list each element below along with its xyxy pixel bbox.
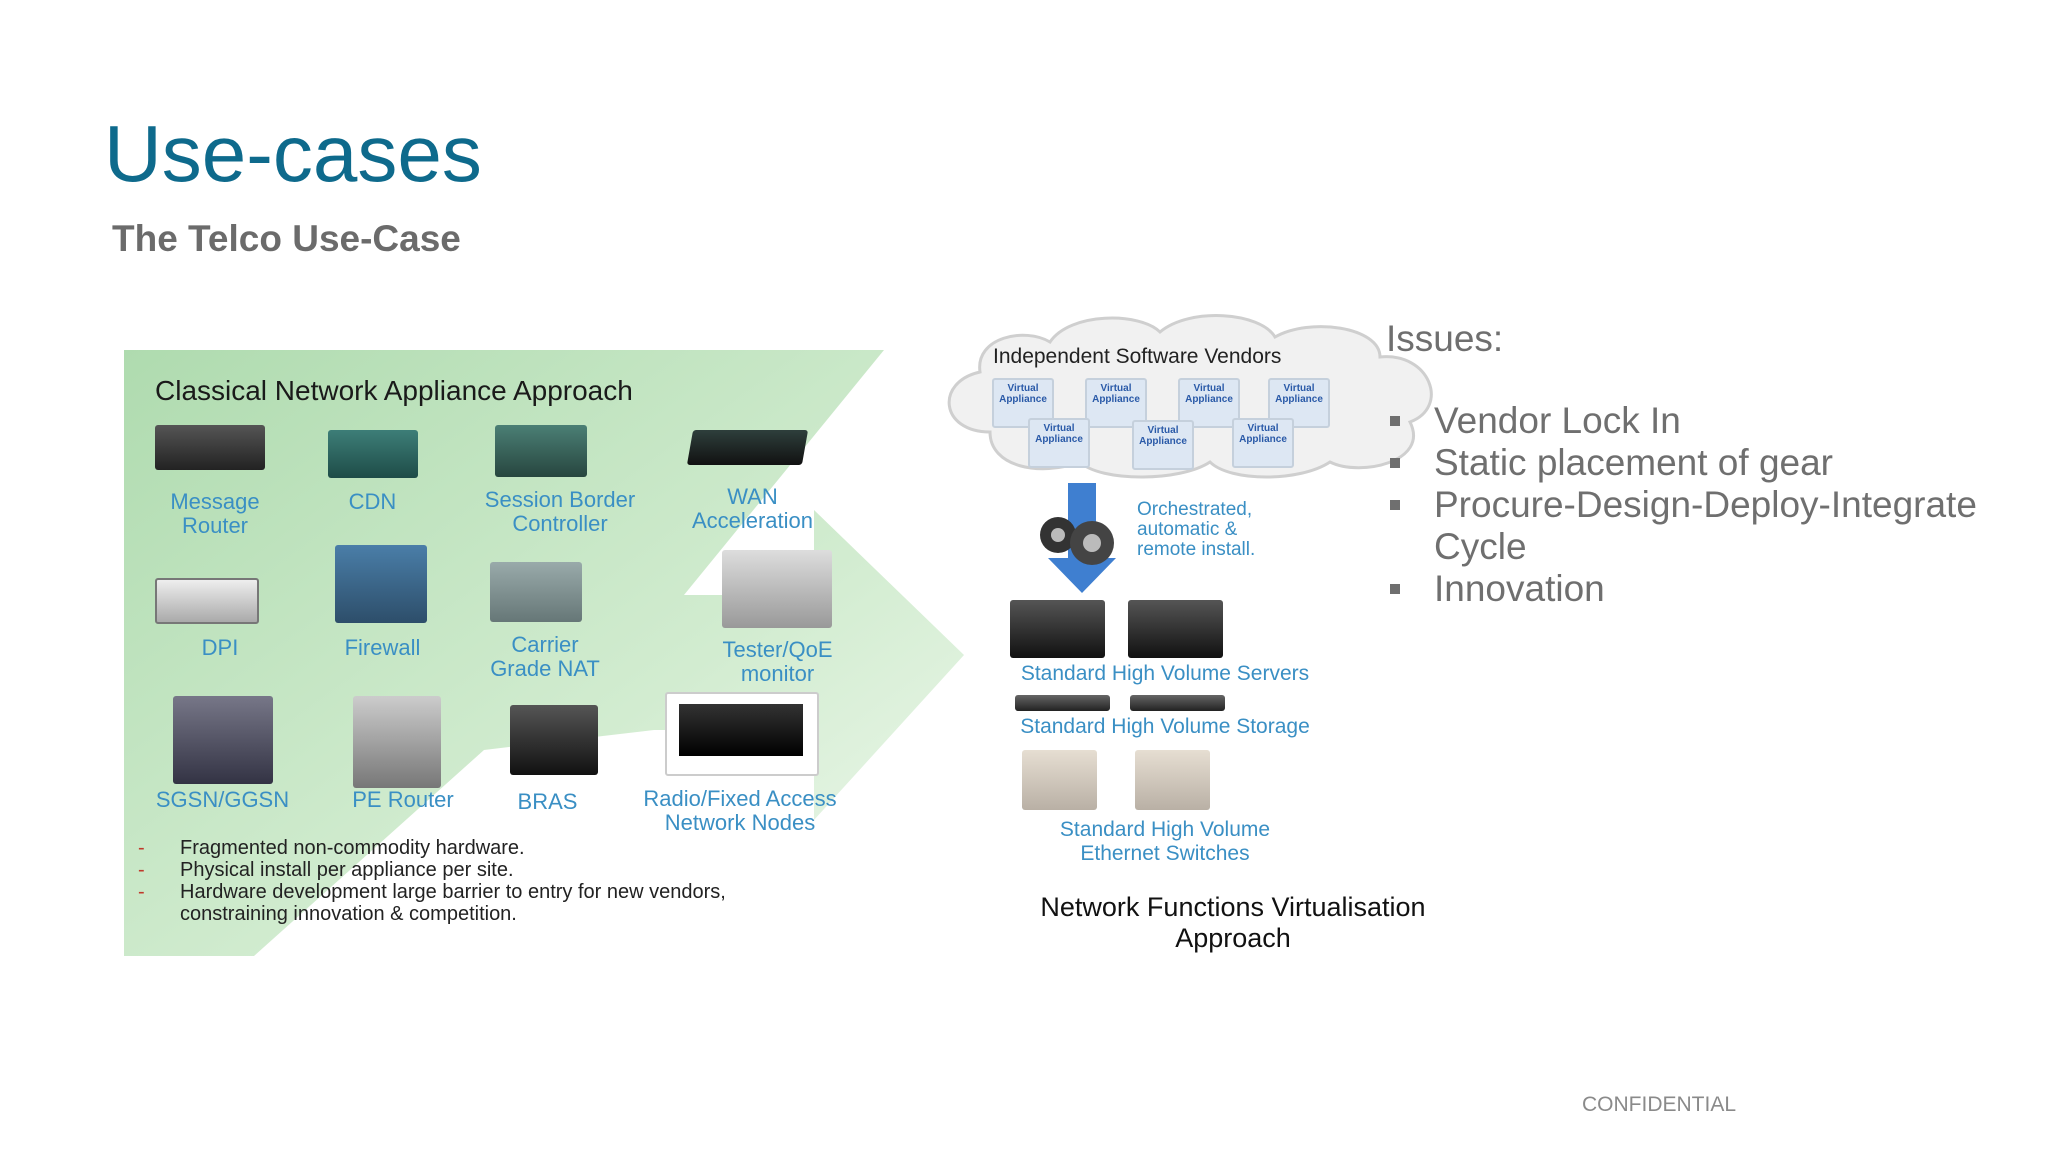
slide-title: Use-cases (104, 109, 482, 198)
dpi-image (155, 578, 259, 624)
sbc-image (495, 425, 587, 477)
issues-title: Issues: (1386, 318, 1504, 359)
issue-item: Vendor Lock In (1386, 400, 2006, 442)
bullet-icon (1390, 584, 1400, 594)
device-label: DPI (201, 635, 239, 660)
green-arrow-shape (124, 350, 964, 956)
virtual-appliance: Virtual Appliance (1132, 420, 1194, 470)
device-label: Radio/Fixed Access Network Nodes (643, 786, 837, 835)
nfv-diagram: Classical Network Appliance Approach Mes… (110, 300, 1433, 970)
device-label: Message Router (170, 489, 260, 538)
device-label: Session Border Controller (484, 487, 636, 536)
slide-subtitle: The Telco Use-Case (112, 218, 461, 259)
virtual-appliance: Virtual Appliance (1232, 418, 1294, 468)
device-label: SGSN/GGSN (155, 787, 290, 812)
tester-image (722, 550, 832, 628)
virtual-appliance: Virtual Appliance (1178, 378, 1240, 428)
cloud-title: Independent Software Vendors (993, 345, 1282, 368)
device-label: PE Router (352, 787, 454, 812)
virtual-appliance: Virtual Appliance (1085, 378, 1147, 428)
bras-image (510, 705, 598, 775)
storage-image (1130, 695, 1225, 711)
classical-background-shape (124, 350, 964, 956)
virtual-appliance: Virtual Appliance (1028, 418, 1090, 468)
bullet-icon (1390, 458, 1400, 468)
device-label: CDN (348, 489, 397, 514)
nfv-approach-title: Network Functions Virtualisation Approac… (1040, 892, 1426, 953)
sgsn-image (173, 696, 273, 784)
note-item: -Physical install per appliance per site… (138, 859, 514, 881)
virtual-appliance: Virtual Appliance (992, 378, 1054, 428)
issue-item: Innovation (1386, 568, 2006, 610)
cdn-image (328, 430, 418, 478)
issues-list: Vendor Lock In Static placement of gear … (1386, 400, 2006, 610)
wan-image (686, 430, 809, 465)
device-label: WAN Acceleration (691, 484, 814, 533)
servers-label: Standard High Volume Servers (1020, 662, 1310, 685)
firewall-image (335, 545, 427, 623)
orchestration-arrow (1040, 483, 1116, 593)
confidential-footer: CONFIDENTIAL (1582, 1093, 1737, 1116)
bullet-icon (1390, 500, 1400, 510)
storage-label: Standard High Volume Storage (1020, 715, 1310, 738)
issue-item: Static placement of gear (1386, 442, 2006, 484)
server-image (1128, 600, 1223, 658)
issue-item: Procure-Design-Deploy-Integrate Cycle (1386, 484, 1994, 568)
device-label: Firewall (344, 635, 421, 660)
access-node-image (665, 692, 819, 776)
server-image (1010, 600, 1105, 658)
note-item: -Hardware development large barrier to e… (138, 881, 726, 925)
device-label: Carrier Grade NAT (490, 632, 600, 681)
cgnat-image (490, 562, 582, 622)
switch-image (1135, 750, 1210, 810)
orchestration-note: Orchestrated, automatic & remote install… (1137, 499, 1256, 560)
switch-image (1022, 750, 1097, 810)
device-label: Tester/QoE monitor (722, 637, 833, 686)
pe-router-image (353, 696, 441, 788)
storage-image (1015, 695, 1110, 711)
bullet-icon (1390, 416, 1400, 426)
message-router-image (155, 425, 265, 470)
classical-title: Classical Network Appliance Approach (155, 375, 633, 406)
virtual-appliance: Virtual Appliance (1268, 378, 1330, 428)
switches-label: Standard High Volume Ethernet Switches (1059, 818, 1271, 865)
device-label: BRAS (517, 789, 578, 814)
note-item: -Fragmented non-commodity hardware. (138, 837, 525, 859)
classical-notes: -Fragmented non-commodity hardware. -Phy… (138, 837, 788, 925)
